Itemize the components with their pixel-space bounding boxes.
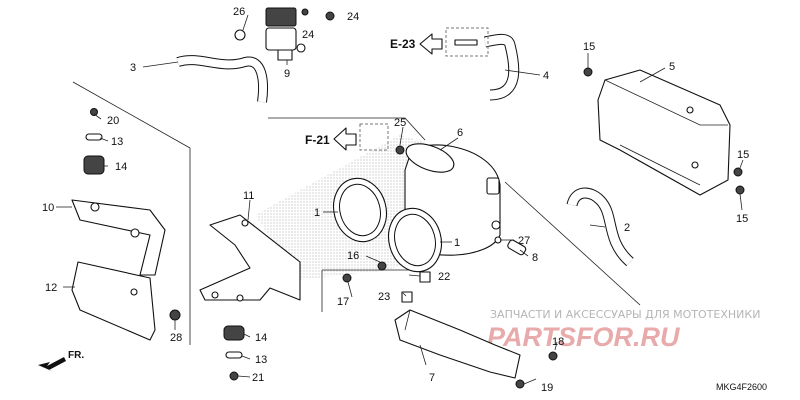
bolt-15-a bbox=[583, 67, 593, 77]
callout-1: 1 bbox=[454, 237, 460, 249]
plate-12 bbox=[71, 261, 156, 341]
reference-f21-label: F-21 bbox=[305, 133, 330, 147]
callout-13: 13 bbox=[111, 136, 123, 148]
bracket-11 bbox=[199, 214, 301, 302]
callout-2: 2 bbox=[624, 222, 630, 234]
callout-3: 3 bbox=[130, 62, 136, 74]
callout-11: 11 bbox=[243, 190, 254, 202]
bolt-16 bbox=[377, 261, 387, 271]
callout-14: 14 bbox=[115, 161, 127, 173]
watermark-logo: PARTSFOR.RU bbox=[487, 322, 681, 352]
callout-16: 16 bbox=[347, 250, 359, 262]
callout-6: 6 bbox=[457, 127, 463, 139]
callout-14: 14 bbox=[255, 332, 267, 344]
clip-23 bbox=[401, 291, 413, 303]
callout-23: 23 bbox=[378, 291, 390, 303]
bolt-18 bbox=[548, 351, 558, 361]
bolt-24-top bbox=[301, 8, 335, 21]
nut-25 bbox=[395, 145, 405, 155]
cover-5 bbox=[597, 69, 731, 196]
callout-20: 20 bbox=[107, 115, 119, 127]
reference-e23-label: E-23 bbox=[390, 37, 416, 51]
callouts: 1 1 2 3 4 5 6 7 8 9 10 11 12 13 13 14 14… bbox=[42, 6, 749, 394]
callout-15: 15 bbox=[736, 213, 748, 225]
reference-f21: F-21 bbox=[305, 123, 389, 151]
hose-4 bbox=[483, 33, 520, 101]
callout-26: 26 bbox=[233, 6, 245, 18]
callout-8: 8 bbox=[532, 252, 538, 264]
callout-5: 5 bbox=[669, 61, 675, 73]
callout-28: 28 bbox=[170, 332, 182, 344]
callout-19: 19 bbox=[541, 382, 553, 394]
callout-13: 13 bbox=[255, 354, 267, 366]
callout-15: 15 bbox=[737, 149, 749, 161]
bolt-19 bbox=[515, 379, 525, 389]
clip-22 bbox=[419, 271, 431, 283]
callout-25: 25 bbox=[394, 117, 406, 129]
callout-10: 10 bbox=[42, 202, 54, 214]
callout-12: 12 bbox=[45, 282, 57, 294]
callout-24: 24 bbox=[302, 29, 314, 41]
callout-9: 9 bbox=[284, 68, 290, 80]
diagram-code: MKG4F2600 bbox=[716, 382, 767, 392]
callout-21: 21 bbox=[252, 372, 264, 384]
band-1-a bbox=[333, 177, 387, 243]
left-stack bbox=[83, 108, 105, 175]
band-1-b bbox=[388, 207, 442, 273]
valve-9 bbox=[234, 7, 306, 61]
watermark-caption: ЗАПЧАСТИ И АКСЕССУАРЫ ДЛЯ МОТОТЕХНИКИ bbox=[490, 308, 760, 321]
callout-4: 4 bbox=[543, 70, 549, 82]
guard-7 bbox=[394, 309, 521, 379]
bolt-28 bbox=[169, 309, 181, 321]
bracket-10 bbox=[71, 199, 166, 276]
bolt-15-b bbox=[733, 167, 743, 177]
front-direction-indicator: FR. bbox=[38, 350, 84, 372]
reference-e23: E-23 bbox=[390, 27, 489, 57]
callout-7: 7 bbox=[429, 372, 435, 384]
bolt-15-c bbox=[735, 185, 745, 195]
hose-2 bbox=[566, 187, 634, 267]
callout-17: 17 bbox=[337, 296, 349, 308]
callout-22: 22 bbox=[438, 271, 450, 283]
callout-27: 27 bbox=[518, 235, 530, 247]
callout-24: 24 bbox=[347, 11, 359, 23]
callout-15: 15 bbox=[583, 41, 595, 53]
lower-stack bbox=[223, 325, 245, 381]
hose-3 bbox=[176, 55, 268, 103]
frame-lines bbox=[72, 81, 641, 345]
bolt-17 bbox=[342, 273, 352, 283]
callout-18: 18 bbox=[552, 336, 564, 348]
direction-label: FR. bbox=[68, 350, 84, 361]
leader-lines bbox=[56, 14, 744, 385]
callout-1: 1 bbox=[314, 207, 320, 219]
